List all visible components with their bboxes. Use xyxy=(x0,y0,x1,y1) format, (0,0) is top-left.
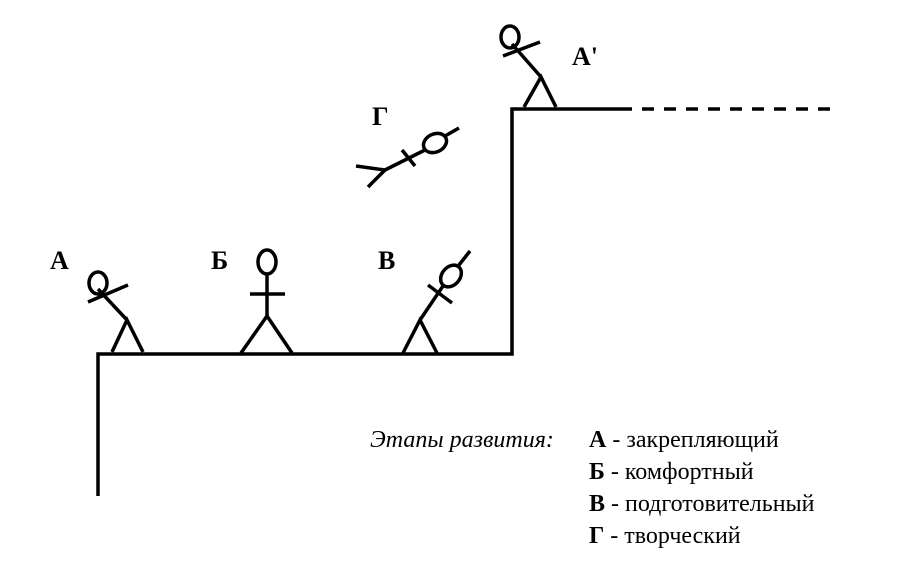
figure-g-raised-arm xyxy=(444,126,460,138)
figure-g-head xyxy=(421,131,449,155)
figure-v-body xyxy=(418,285,445,321)
label-b: Б xyxy=(211,246,228,275)
figure-v-arms xyxy=(426,283,454,305)
legend-item-g: Г - творческий xyxy=(589,523,741,549)
figure-a-legs xyxy=(110,315,145,353)
legend-item-b-letter: Б xyxy=(589,459,605,485)
figure-a-prime-legs xyxy=(522,73,558,108)
legend: Этапы развития: А - закрепляющий Б - ком… xyxy=(370,427,815,549)
legend-item-b-text: - комфортный xyxy=(605,459,754,485)
figure-v-head xyxy=(438,263,464,289)
legend-title: Этапы развития: xyxy=(370,427,554,453)
figure-b-legs xyxy=(239,312,294,355)
legend-item-a-letter: А xyxy=(589,427,607,453)
legend-item-v-letter: В xyxy=(589,491,605,517)
staircase-line xyxy=(96,107,620,496)
figure-v-legs xyxy=(401,316,439,354)
figure-a-arms xyxy=(87,283,129,304)
figure-g-legs xyxy=(355,164,389,189)
legend-item-a-text: - закрепляющий xyxy=(606,427,779,453)
figure-a-prime-body xyxy=(510,42,543,79)
label-a: А xyxy=(50,246,69,275)
legend-item-a: А - закрепляющий xyxy=(589,427,779,453)
figure-a-body xyxy=(96,287,129,322)
figure-a-prime xyxy=(499,24,558,108)
legend-item-v: В - подготовительный xyxy=(589,491,815,517)
figure-a-prime-head xyxy=(499,24,521,50)
figure-g-arms xyxy=(400,148,417,168)
figure-a-prime-arms xyxy=(502,40,541,58)
label-g: Г xyxy=(372,102,389,131)
figure-v-raised-arm xyxy=(457,249,472,267)
figure-g-body xyxy=(384,148,426,172)
label-v: В xyxy=(378,246,395,275)
label-a-prime: А' xyxy=(572,42,598,71)
legend-item-v-text: - подготовительный xyxy=(605,491,815,517)
figure-a xyxy=(87,270,145,353)
figure-a-head xyxy=(87,270,109,296)
figure-b-head xyxy=(256,248,278,276)
staircase xyxy=(96,107,830,496)
figure-g xyxy=(355,126,460,189)
figure-b xyxy=(239,248,294,355)
legend-item-g-letter: Г xyxy=(589,523,604,549)
legend-item-b: Б - комфортный xyxy=(589,459,754,485)
legend-item-g-text: - творческий xyxy=(604,523,741,549)
figure-v xyxy=(401,249,472,354)
